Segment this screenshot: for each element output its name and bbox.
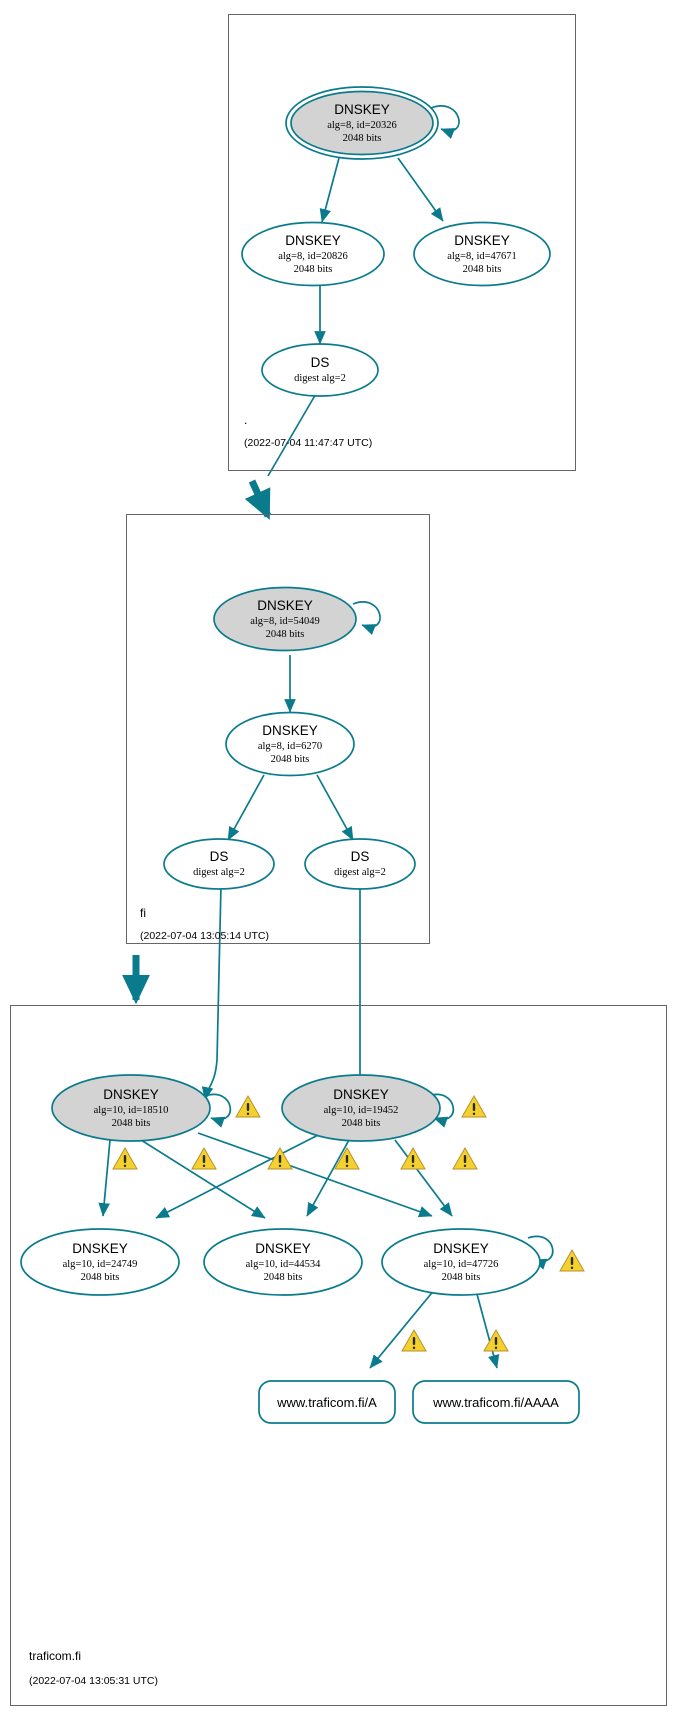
node-title: DNSKEY xyxy=(72,1241,128,1256)
node-title: DNSKEY xyxy=(285,233,341,248)
warning-icon[interactable] xyxy=(483,1328,509,1352)
node-title: DNSKEY xyxy=(103,1087,159,1102)
edge-tf-ksk19452-to-zsk47726 xyxy=(394,1139,453,1217)
node-line2: alg=8, id=54049 xyxy=(250,616,320,627)
node-root-zsk-47671[interactable]: DNSKEY alg=8, id=47671 2048 bits xyxy=(413,221,551,287)
edge-root-ksk-to-zsk20826 xyxy=(319,157,340,223)
rrset-www-traficom-fi-a[interactable]: www.traficom.fi/A xyxy=(258,1380,396,1424)
edge-self-sign-tf-zsk47726 xyxy=(527,1235,554,1270)
node-line3: 2048 bits xyxy=(81,1272,120,1283)
warning-icon[interactable] xyxy=(112,1146,138,1170)
edge-tf-zsk47726-to-rr-a xyxy=(369,1282,441,1369)
node-title: DNSKEY xyxy=(334,102,390,117)
edge-self-sign-root-ksk xyxy=(430,105,460,139)
zone-box-root xyxy=(228,14,576,471)
node-title: DS xyxy=(311,355,330,370)
zone-label-fi: fi xyxy=(140,906,146,920)
zone-label-traficom-fi: traficom.fi xyxy=(29,1649,81,1663)
edge-tf-ksk18510-to-zsk44534 xyxy=(140,1139,266,1219)
node-title: DNSKEY xyxy=(454,233,510,248)
node-line3: 2048 bits xyxy=(343,133,382,144)
zone-timestamp-fi: (2022-07-04 13:05:14 UTC) xyxy=(140,930,269,942)
edge-self-sign-fi-ksk xyxy=(352,601,381,635)
edge-delegation-root-to-fi xyxy=(244,479,272,520)
edge-fi-zsk-to-ds-left xyxy=(227,774,265,841)
edge-tf-ksk19452-to-zsk44534 xyxy=(306,1139,350,1217)
warning-icon[interactable] xyxy=(334,1146,360,1170)
edge-self-sign-tf-ksk18510 xyxy=(204,1093,232,1128)
node-line2: digest alg=2 xyxy=(193,867,245,878)
node-line3: 2048 bits xyxy=(112,1118,151,1129)
node-line3: 2048 bits xyxy=(342,1118,381,1129)
warning-icon[interactable] xyxy=(461,1094,487,1118)
warning-icon[interactable] xyxy=(400,1146,426,1170)
warning-icon[interactable] xyxy=(267,1146,293,1170)
node-line3: 2048 bits xyxy=(442,1272,481,1283)
node-title: DS xyxy=(210,849,229,864)
node-fi-ds-right[interactable]: DS digest alg=2 xyxy=(304,838,416,890)
node-line3: 2048 bits xyxy=(266,629,305,640)
node-root-zsk-20826[interactable]: DNSKEY alg=8, id=20826 2048 bits xyxy=(241,221,385,287)
zone-timestamp-traficom-fi: (2022-07-04 13:05:31 UTC) xyxy=(29,1675,158,1687)
node-root-ds[interactable]: DS digest alg=2 xyxy=(261,343,379,397)
node-line2: alg=10, id=24749 xyxy=(63,1259,138,1270)
node-tf-ksk-18510[interactable]: DNSKEY alg=10, id=18510 2048 bits xyxy=(51,1074,211,1142)
node-tf-ksk-19452[interactable]: DNSKEY alg=10, id=19452 2048 bits xyxy=(281,1074,441,1142)
node-line3: 2048 bits xyxy=(271,754,310,765)
warning-icon[interactable] xyxy=(235,1094,261,1118)
node-line2: alg=10, id=19452 xyxy=(324,1105,399,1116)
node-title: DNSKEY xyxy=(333,1087,389,1102)
warning-icon[interactable] xyxy=(401,1328,427,1352)
node-tf-zsk-24749[interactable]: DNSKEY alg=10, id=24749 2048 bits xyxy=(20,1228,180,1296)
node-fi-ksk-54049[interactable]: DNSKEY alg=8, id=54049 2048 bits xyxy=(213,586,357,652)
edge-tf-ksk19452-to-zsk24749 xyxy=(155,1132,323,1219)
rrset-label: www.traficom.fi/A xyxy=(276,1395,377,1410)
node-line3: 2048 bits xyxy=(264,1272,303,1283)
node-line2: alg=10, id=47726 xyxy=(424,1259,499,1270)
node-tf-zsk-44534[interactable]: DNSKEY alg=10, id=44534 2048 bits xyxy=(203,1228,363,1296)
node-line2: alg=8, id=47671 xyxy=(447,251,517,262)
node-title: DNSKEY xyxy=(255,1241,311,1256)
warning-icon[interactable] xyxy=(191,1146,217,1170)
node-tf-zsk-47726[interactable]: DNSKEY alg=10, id=47726 2048 bits xyxy=(381,1228,541,1296)
edge-tf-zsk47726-to-rr-aaaa xyxy=(473,1282,500,1369)
node-line2: digest alg=2 xyxy=(334,867,386,878)
rrset-label: www.traficom.fi/AAAA xyxy=(432,1395,559,1410)
warning-icon[interactable] xyxy=(559,1248,585,1272)
node-title: DNSKEY xyxy=(257,598,313,613)
zone-timestamp-root: (2022-07-04 11:47:47 UTC) xyxy=(244,437,372,449)
zone-box-fi xyxy=(126,514,430,944)
node-line2: alg=8, id=6270 xyxy=(258,741,322,752)
node-title: DNSKEY xyxy=(433,1241,489,1256)
edge-tf-ksk18510-to-zsk47726 xyxy=(197,1132,433,1218)
zone-box-traficom-fi xyxy=(10,1005,667,1706)
edge-root-ds-to-fi-zone xyxy=(267,391,318,477)
node-fi-zsk-6270[interactable]: DNSKEY alg=8, id=6270 2048 bits xyxy=(225,711,355,777)
node-root-ksk-20326[interactable]: DNSKEY alg=8, id=20326 2048 bits xyxy=(285,86,439,160)
rrset-www-traficom-fi-aaaa[interactable]: www.traficom.fi/AAAA xyxy=(412,1380,580,1424)
node-line2: alg=8, id=20326 xyxy=(327,120,397,131)
node-line3: 2048 bits xyxy=(463,264,502,275)
zone-label-root: . xyxy=(244,413,247,427)
edge-tf-ksk18510-to-zsk24749 xyxy=(98,1139,111,1217)
node-line2: alg=8, id=20826 xyxy=(278,251,348,262)
node-line3: 2048 bits xyxy=(294,264,333,275)
edge-self-sign-tf-ksk19452 xyxy=(427,1093,455,1128)
node-line2: digest alg=2 xyxy=(294,373,346,384)
node-title: DS xyxy=(351,849,370,864)
node-line2: alg=10, id=44534 xyxy=(246,1259,322,1270)
edge-fi-zsk-to-ds-right xyxy=(316,774,354,841)
node-fi-ds-left[interactable]: DS digest alg=2 xyxy=(163,838,275,890)
edge-root-ksk-to-zsk47671 xyxy=(397,157,444,222)
node-title: DNSKEY xyxy=(262,723,318,738)
warning-icon[interactable] xyxy=(452,1146,478,1170)
node-line2: alg=10, id=18510 xyxy=(94,1105,169,1116)
